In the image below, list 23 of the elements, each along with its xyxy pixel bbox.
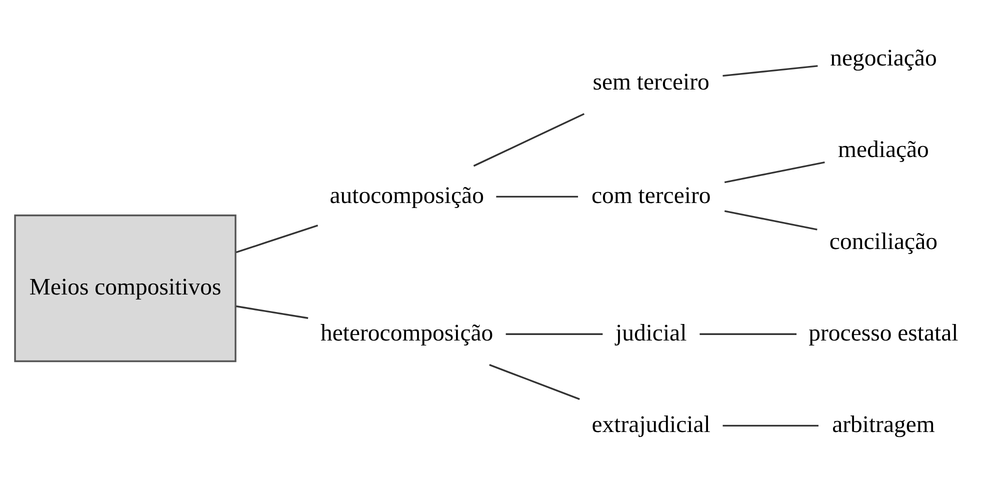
connector <box>236 224 318 253</box>
connector <box>724 161 825 183</box>
node-text: com terceiro <box>591 182 711 208</box>
node-text: mediação <box>838 136 929 163</box>
node-text: sem terceiro <box>592 68 710 95</box>
connector <box>236 304 308 318</box>
connector <box>724 210 818 230</box>
node-text: arbitragem <box>832 411 935 438</box>
node-text: processo estatal <box>808 320 958 346</box>
node-text: extrajudicial <box>592 411 710 438</box>
connector <box>722 64 818 76</box>
connector <box>473 112 585 166</box>
connector <box>700 332 797 334</box>
node-text: autocomposição <box>330 182 484 208</box>
node-box: Meios compositivos <box>14 214 236 362</box>
node-text: negociação <box>830 45 937 72</box>
node-text: judicial <box>615 320 687 346</box>
connector <box>506 332 603 334</box>
connector <box>489 364 580 400</box>
connector <box>496 195 578 198</box>
node-text: conciliação <box>829 228 938 254</box>
connector <box>722 424 818 426</box>
node-text: heterocomposição <box>320 320 494 346</box>
